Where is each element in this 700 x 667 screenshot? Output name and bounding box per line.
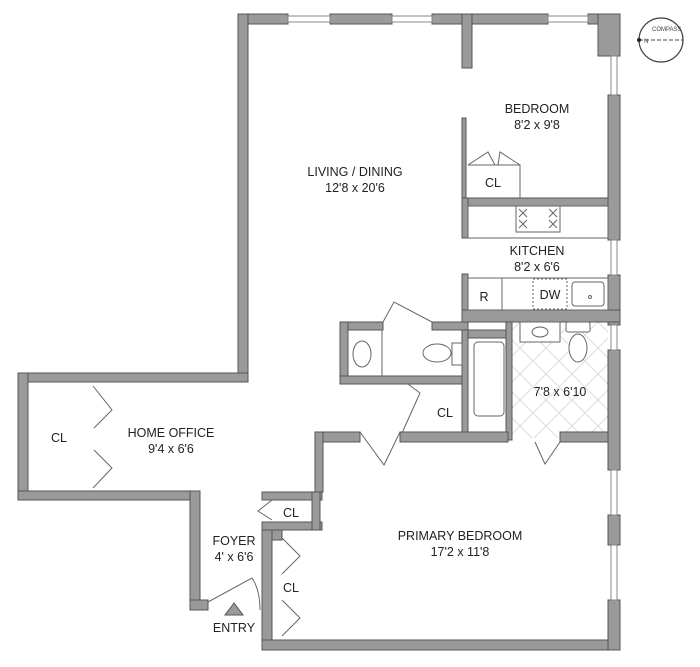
windows — [287, 15, 618, 601]
room-name: BEDROOM — [504, 102, 570, 116]
bedroom-closet-door[interactable] — [281, 537, 301, 637]
compass-icon: COMPASS N — [637, 17, 684, 63]
room-dims: 9'4 x 6'6 — [148, 442, 194, 456]
tile-line — [650, 322, 700, 452]
tile-line — [559, 389, 608, 438]
stove-icon — [515, 205, 561, 233]
closet-label: CL — [283, 581, 299, 595]
tile-line — [571, 322, 608, 359]
tile-line — [585, 415, 608, 438]
room-name: HOME OFFICE — [127, 426, 215, 440]
closet-label: CL — [437, 406, 453, 420]
bath-door[interactable] — [534, 441, 561, 466]
tile-line — [624, 322, 700, 452]
tile-line — [650, 322, 700, 452]
powder-room-door[interactable] — [382, 301, 433, 323]
room-name: LIVING / DINING — [307, 165, 403, 179]
tile-line — [624, 322, 700, 452]
hall-closet-door[interactable] — [401, 383, 421, 434]
room-name: KITCHEN — [509, 244, 565, 258]
closet-label: CL — [51, 431, 67, 445]
dishwasher — [532, 278, 568, 310]
room-name: FOYER — [212, 534, 256, 548]
room-bedroom: BEDROOM 8'2 x 9'8 — [505, 101, 570, 133]
tile-line — [512, 391, 559, 438]
entry-label: ENTRY — [212, 621, 256, 635]
room-living-dining: LIVING / DINING 12'8 x 20'6 — [307, 164, 402, 196]
kitchen-sink-icon — [571, 281, 605, 307]
svg-text:COMPASS: COMPASS — [652, 27, 682, 33]
room-dims: 17'2 x 11'8 — [430, 545, 490, 559]
room-bath: 7'8 x 6'10 — [534, 384, 587, 400]
closet-outline — [468, 164, 521, 198]
room-dims: 8'2 x 9'8 — [514, 118, 560, 132]
foyer-closet-door[interactable] — [257, 499, 273, 521]
room-primary-bedroom: PRIMARY BEDROOM 17'2 x 11'8 — [398, 528, 523, 560]
room-dims: 7'8 x 6'10 — [533, 385, 587, 399]
tile-line — [676, 322, 700, 452]
entry-arrow-icon — [224, 602, 244, 616]
sink-icon — [352, 340, 372, 368]
room-name: PRIMARY BEDROOM — [397, 529, 523, 543]
tile-line — [676, 322, 700, 452]
primary-bedroom-door[interactable] — [359, 431, 401, 466]
tile-line — [545, 322, 608, 385]
svg-text:N: N — [644, 39, 648, 45]
tile-line — [512, 417, 533, 438]
dishwasher-label: DW — [539, 288, 561, 302]
office-closet-door[interactable] — [92, 385, 113, 489]
closet-label: CL — [283, 506, 299, 520]
tile-line — [512, 322, 573, 383]
room-home-office: HOME OFFICE 9'4 x 6'6 — [128, 425, 215, 457]
closet-door[interactable] — [467, 151, 521, 166]
tile-line — [512, 322, 547, 357]
bathtub-icon — [473, 341, 505, 417]
refrigerator-label: R — [479, 290, 489, 304]
entry-door[interactable] — [207, 577, 261, 611]
tile-line — [512, 337, 608, 435]
tile-line — [533, 363, 608, 438]
room-kitchen: KITCHEN 8'2 x 6'6 — [510, 243, 565, 275]
room-dims: 8'2 x 6'6 — [514, 260, 560, 274]
room-foyer: FOYER 4' x 6'6 — [212, 533, 255, 565]
room-dims: 4' x 6'6 — [214, 550, 254, 564]
room-dims: 12'8 x 20'6 — [325, 181, 385, 195]
bath-toilet-icon — [568, 333, 588, 363]
toilet-icon — [422, 343, 452, 363]
walls — [17, 13, 621, 651]
closet-label: CL — [485, 176, 501, 190]
